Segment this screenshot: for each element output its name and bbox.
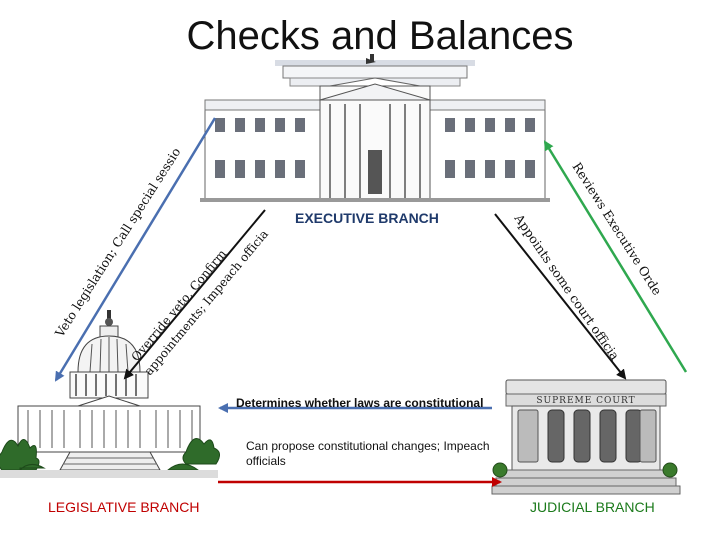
page-title: Checks and Balances	[186, 14, 574, 58]
arrow-jud-to-exec	[543, 140, 688, 373]
label-veto-call-session: Veto legislation; Call special session	[0, 0, 184, 340]
arrow-leg-to-exec-inner	[123, 209, 266, 380]
white-house-icon	[200, 54, 550, 202]
label-determines-constitutional: Determines whether laws are constitution…	[236, 396, 484, 410]
label-propose-changes: Can propose constitutional changes; Impe…	[246, 439, 490, 468]
supreme-court-icon: SUPREME COURT	[491, 379, 681, 495]
label-override-confirm: Override veto, Confirm	[129, 246, 230, 364]
judicial-branch-label: JUDICIAL BRANCH	[530, 499, 655, 515]
legislative-branch-label: LEGISLATIVE BRANCH	[48, 499, 200, 515]
arrow-exec-to-jud	[494, 213, 627, 380]
arrow-exec-to-leg-outer	[54, 117, 217, 382]
executive-branch-label: EXECUTIVE BRANCH	[295, 210, 439, 226]
supreme-court-sign: SUPREME COURT	[536, 396, 635, 406]
capitol-building-icon	[0, 310, 220, 478]
